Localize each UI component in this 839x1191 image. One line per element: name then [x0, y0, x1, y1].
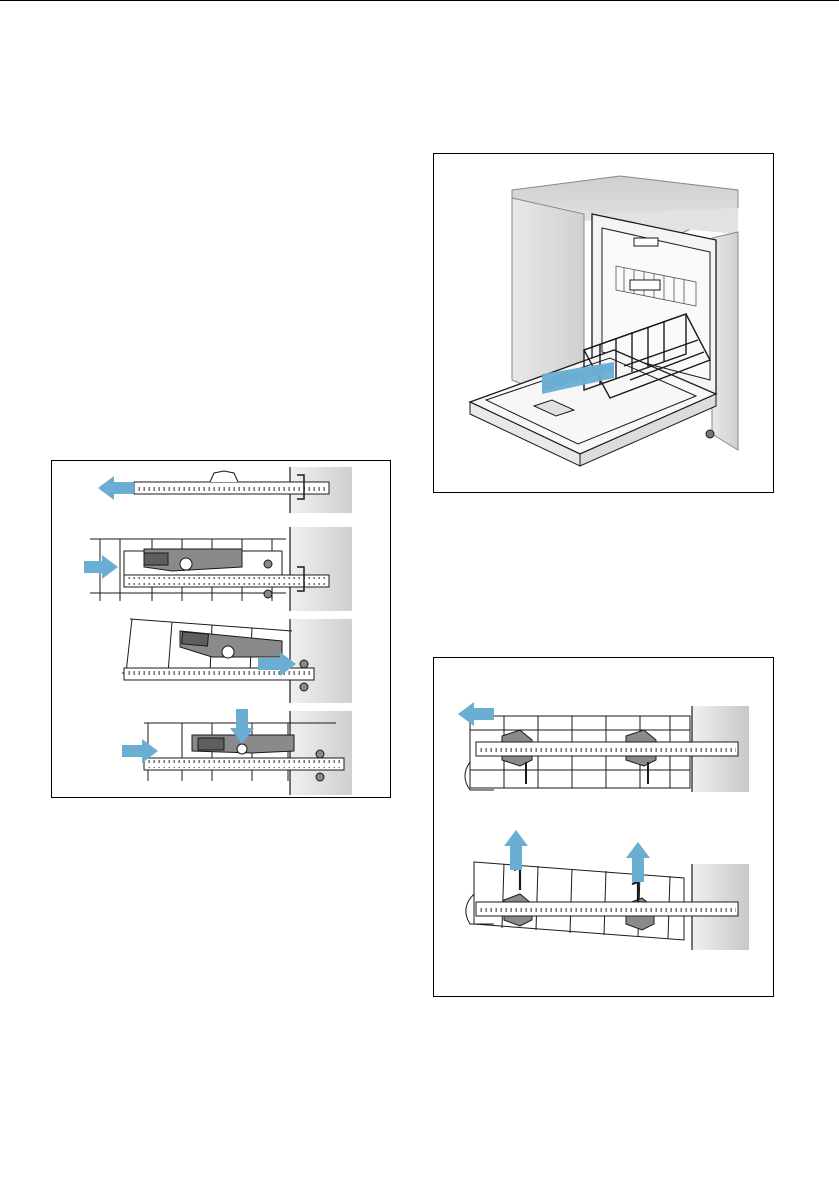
arrow-left-icon [458, 702, 494, 726]
rail-insertion-figure [51, 460, 391, 798]
arrow-right-icon [84, 555, 118, 579]
dishwasher-figure [433, 153, 774, 493]
dishwasher-illustration-icon [434, 154, 775, 494]
arrow-up-icon [626, 842, 650, 882]
rail-diagram-icon [52, 461, 392, 799]
top-rule [0, 0, 839, 1]
rack-removal-figure [433, 657, 774, 997]
arrow-left-icon [98, 476, 134, 500]
rack-diagram-icon [434, 658, 775, 998]
arrow-up-icon [504, 830, 528, 870]
